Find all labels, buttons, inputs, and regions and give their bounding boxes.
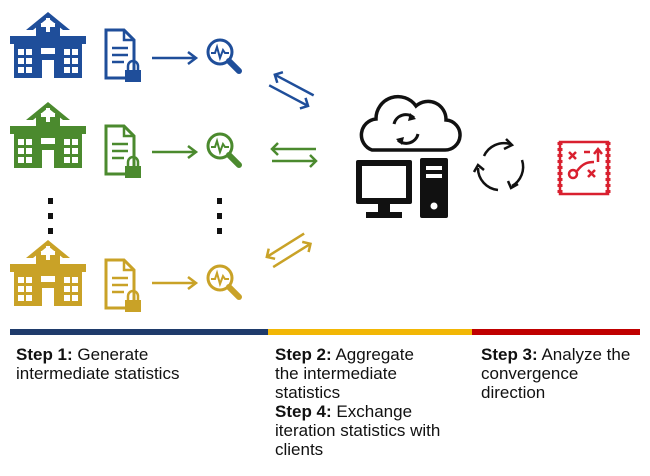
step-3-title: Step 3: bbox=[481, 345, 538, 364]
locked-document-icon-green bbox=[104, 124, 143, 180]
locked-document-icon-gold bbox=[104, 258, 143, 314]
step-2-title: Step 2: bbox=[275, 345, 332, 364]
hospital-icon-green bbox=[10, 102, 86, 168]
step-3-line-2: convergence bbox=[481, 364, 579, 383]
bidirectional-arrows-icon-gold bbox=[262, 227, 315, 274]
hospital-icon-gold bbox=[10, 240, 86, 306]
step-4-line-1: Exchange bbox=[331, 402, 413, 421]
magnifier-pulse-icon-blue bbox=[208, 40, 239, 71]
strategy-board-icon bbox=[557, 140, 611, 196]
step-1-line-2: intermediate statistics bbox=[16, 364, 180, 383]
right-arrow-green bbox=[150, 144, 198, 160]
ellipsis-dots-left bbox=[48, 198, 53, 234]
step-1-line-1: Generate bbox=[72, 345, 149, 364]
step-2-line-2: the intermediate bbox=[275, 364, 397, 383]
bidirectional-arrows-icon-green bbox=[270, 141, 318, 169]
ellipsis-dots-right bbox=[217, 198, 222, 234]
cloud-computer-icon bbox=[356, 94, 462, 218]
bidirectional-arrows-icon-blue bbox=[265, 68, 318, 113]
right-arrow-blue bbox=[150, 50, 198, 66]
magnifier-pulse-icon-gold bbox=[208, 266, 239, 297]
step-1-caption: Step 1: Generate intermediate statistics bbox=[16, 345, 256, 383]
right-arrow-gold bbox=[150, 275, 198, 291]
federated-workflow-diagram bbox=[10, 12, 611, 314]
step-1-title: Step 1: bbox=[16, 345, 73, 364]
timeline-bar-step3 bbox=[472, 329, 640, 335]
step-4-line-2: iteration statistics with bbox=[275, 421, 441, 440]
step-2-caption: Step 2: Aggregate the intermediate stati… bbox=[275, 345, 475, 459]
step-4-line-3: clients bbox=[275, 440, 324, 459]
step-2-line-1: Aggregate bbox=[331, 345, 414, 364]
step-3-line-3: direction bbox=[481, 383, 546, 402]
hospital-icon-blue bbox=[10, 12, 86, 78]
step-4-title: Step 4: bbox=[275, 402, 332, 421]
magnifier-pulse-icon-green bbox=[208, 134, 239, 165]
cycle-arrows-icon bbox=[472, 138, 525, 192]
step-3-line-1: Analyze the bbox=[537, 345, 631, 364]
step-2-line-3: statistics bbox=[275, 383, 341, 402]
locked-document-icon-blue bbox=[104, 28, 143, 84]
timeline-bar-step2 bbox=[268, 329, 472, 335]
step-3-caption: Step 3: Analyze the convergence directio… bbox=[481, 345, 649, 402]
timeline-bar-step1 bbox=[10, 329, 268, 335]
